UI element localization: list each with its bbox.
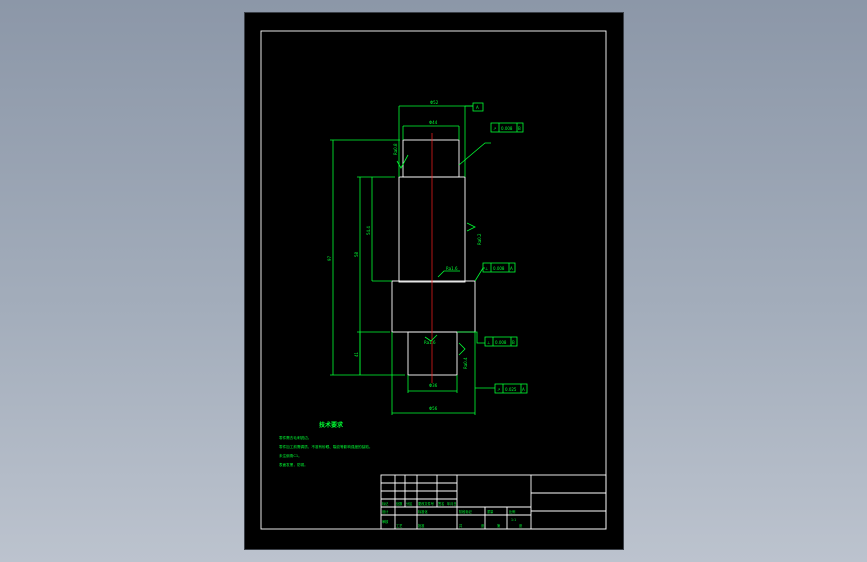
notes-title: 技术要求 [319, 421, 344, 429]
dim-total-length: 97 [327, 255, 332, 261]
tb-scale-label: 比例 [509, 509, 515, 514]
tb-sheet-no: 第 [497, 523, 501, 528]
tolerance-top: ↗ 0.008 B [458, 122, 524, 166]
vertical-dimensions [330, 139, 405, 376]
top-section [402, 139, 460, 178]
roughness-right: Ra0.4 [463, 357, 468, 369]
tb-approve: 批准 [418, 523, 425, 528]
datum-label: A [476, 105, 479, 110]
dim-bottom-length: 41 [354, 351, 359, 357]
tb-design: 设计 [382, 509, 389, 514]
tb-stage: 阶段标记 [459, 509, 473, 514]
tb-scale: 1:1 [511, 518, 516, 522]
tol-top-value: 0.008 [501, 126, 513, 131]
roughness-side: Ra0.2 [477, 233, 482, 245]
tol-low-datum: B [512, 340, 515, 345]
tolerance-bottom: ↗ 0.025 A [475, 383, 528, 394]
dim-section-length: 54.4 [366, 226, 371, 235]
roughness-low: Ra1.6 [424, 340, 436, 345]
roughness-symbols: Ra0.8 Ra0.2 Ra1.6 Ra1.6 Ra0.4 [393, 143, 482, 369]
tolerance-low: ⊥ 0.008 B [457, 331, 518, 347]
dim-bottom-small: Φ36 [429, 383, 438, 388]
tb-process: 工艺 [396, 523, 402, 528]
tb-sheet: 张 [519, 523, 523, 528]
note-line-2: 零件加工前需调质，不准有砂眼、裂纹等影响强度的缺陷。 [279, 444, 372, 449]
note-line-4: 表面发黑，防锈。 [279, 462, 308, 467]
tol-top-datum: B [518, 126, 521, 131]
title-block: 标记 处数 分区 更改文件号 签名 年月日 设计 标准化 审核 批准 工艺 阶段… [380, 474, 607, 530]
tb-sign: 签名 [438, 501, 444, 506]
tol-mid-datum: A [510, 266, 513, 271]
note-line-3: 未注倒角C1。 [279, 453, 302, 458]
tb-zone: 分区 [406, 501, 413, 506]
tb-mark: 标记 [382, 501, 389, 506]
dim-top-width: Φ52 [430, 100, 439, 105]
tol-mid-symbol: ⊥ [485, 266, 489, 271]
roughness-mid: Ra1.6 [446, 266, 458, 271]
roughness-top: Ra0.8 [393, 143, 398, 155]
tb-change-doc: 更改文件号 [418, 501, 434, 506]
collar-section [391, 280, 476, 333]
dim-mid-length: 58 [354, 251, 359, 257]
tb-weight: 重量 [487, 509, 494, 514]
tolerance-mid: ⊥ 0.008 A [474, 262, 516, 282]
dim-bottom-width: Φ56 [429, 406, 438, 411]
tol-bottom-value: 0.025 [505, 387, 517, 392]
bottom-section [407, 331, 458, 376]
tb-standard: 标准化 [418, 509, 428, 514]
drawing-sheet: Φ52 Φ44 Φ36 Φ56 97 58 54.4 41 A Ra0.8 Ra… [245, 13, 623, 549]
tb-count: 处数 [396, 501, 403, 506]
note-line-1: 零件需去毛刺锐边。 [279, 435, 311, 440]
tb-date: 年月日 [447, 501, 457, 506]
tol-low-value: 0.008 [495, 340, 507, 345]
tol-bottom-datum: A [522, 387, 525, 392]
tol-low-symbol: ⊥ [487, 340, 491, 345]
tol-top-symbol: ↗ [493, 126, 496, 131]
dim-step-width: Φ44 [429, 120, 438, 125]
tol-bottom-symbol: ↗ [497, 387, 500, 392]
tb-review: 审核 [382, 519, 389, 524]
tb-sheets: 张 [481, 523, 485, 528]
tol-mid-value: 0.008 [493, 266, 505, 271]
datum-box [472, 102, 484, 112]
tb-total: 共 [459, 523, 463, 528]
cad-drawing: Φ52 Φ44 Φ36 Φ56 97 58 54.4 41 A Ra0.8 Ra… [260, 30, 607, 530]
